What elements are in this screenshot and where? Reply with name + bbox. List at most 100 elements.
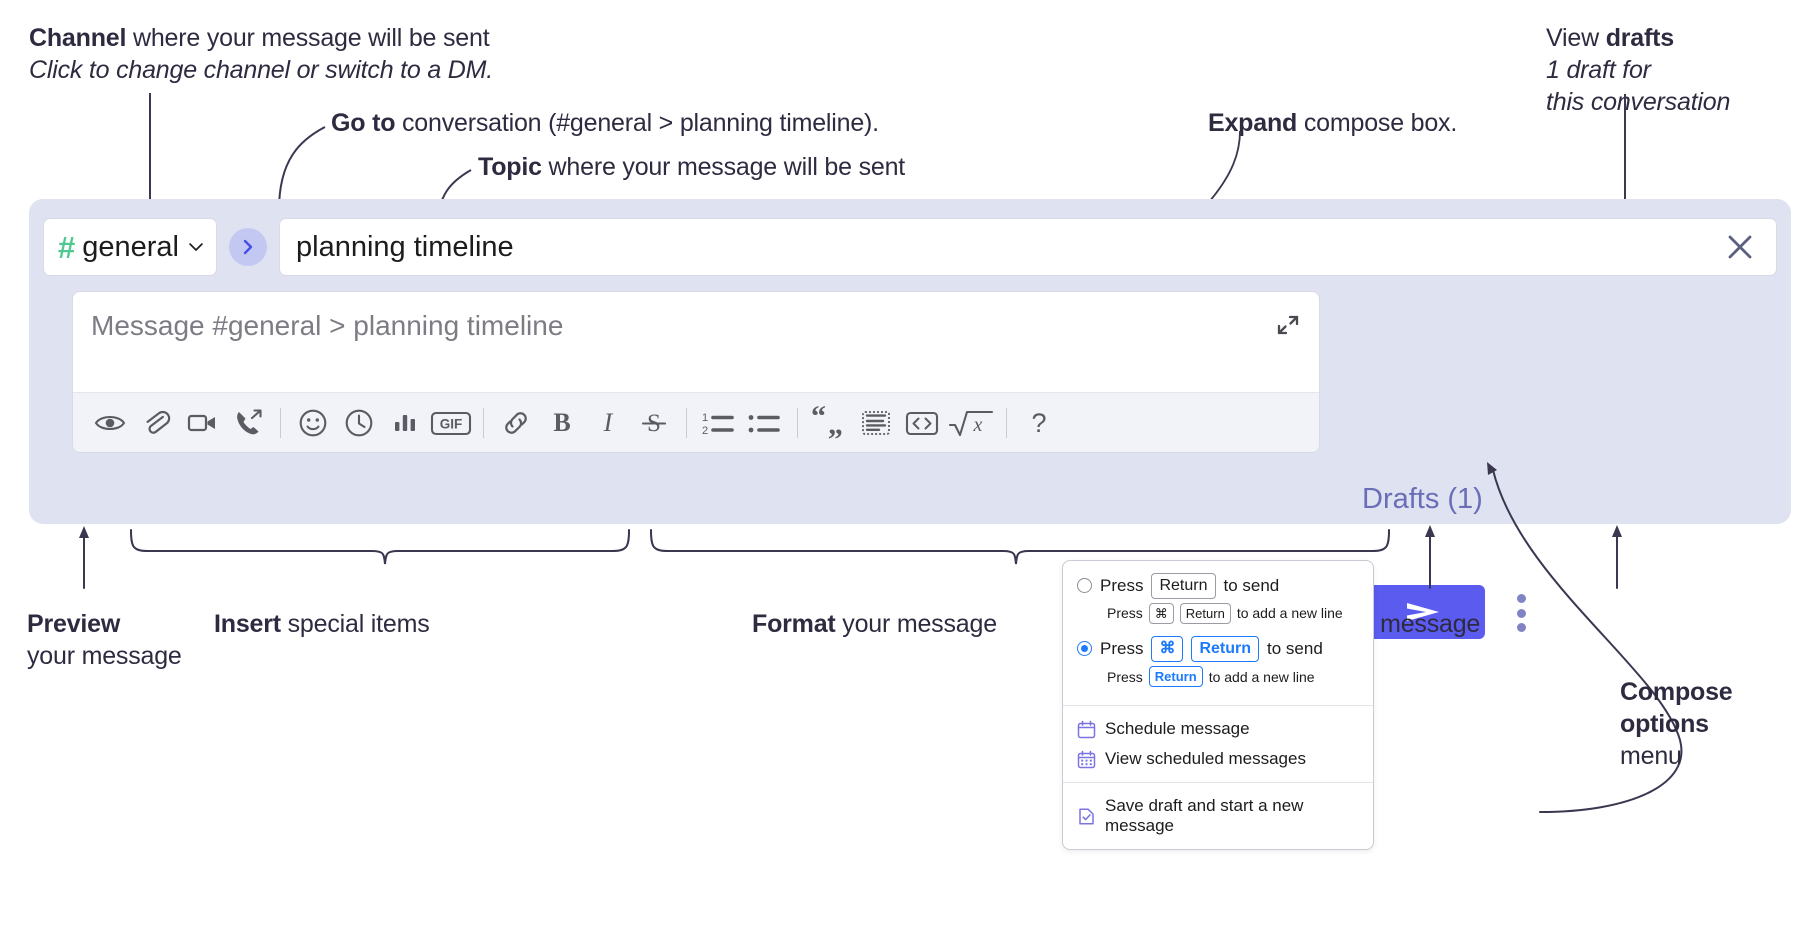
annotation-topic-rest: where your message will be sent — [541, 153, 906, 181]
option2-sub-post: to add a new line — [1208, 668, 1315, 685]
option1-pre: Press — [1100, 575, 1144, 595]
dot — [1516, 608, 1526, 618]
dot — [1516, 594, 1526, 603]
annotation-expand: Expand compose box. — [1208, 107, 1457, 139]
bold-button[interactable]: B — [539, 400, 585, 446]
option2-pre: Press — [1100, 638, 1144, 658]
reminder-button[interactable] — [336, 400, 382, 446]
annotation-insert-bold: Insert — [214, 610, 281, 638]
goto-conversation-button[interactable] — [229, 228, 267, 266]
svg-text:„: „ — [828, 408, 843, 441]
expand-compose-icon[interactable] — [1269, 306, 1307, 344]
link-button[interactable] — [493, 400, 539, 446]
toolbar-separator — [483, 407, 484, 438]
svg-text:?: ? — [1031, 408, 1046, 438]
compose-options-button[interactable] — [1509, 591, 1533, 635]
emoji-button[interactable] — [290, 400, 336, 446]
code-button[interactable] — [899, 400, 945, 446]
message-compose-box[interactable]: Message #general > planning timeline — [72, 291, 1320, 453]
menu-option-return-to-send[interactable]: Press Return to send Press ⌘ Return to a… — [1063, 571, 1373, 634]
video-clip-button[interactable] — [179, 400, 225, 446]
radio-cmd-return-to-send[interactable] — [1077, 641, 1092, 657]
annotation-expand-rest: compose box. — [1297, 109, 1458, 137]
gif-button[interactable]: GIF — [428, 400, 474, 446]
menu-item-schedule-message[interactable]: Schedule message — [1063, 714, 1373, 744]
menu-item-label: Save draft and start a new message — [1105, 796, 1304, 836]
channel-selector[interactable]: # general — [43, 218, 217, 276]
strikethrough-button[interactable]: S — [631, 400, 677, 446]
svg-text:“: “ — [811, 400, 826, 433]
leader-line-compose-options — [1487, 462, 1683, 813]
menu-item-label: Schedule message — [1105, 719, 1250, 739]
poll-button[interactable] — [382, 400, 428, 446]
toolbar-separator — [1006, 407, 1007, 438]
annotation-preview-bold: Preview — [27, 610, 121, 638]
dot — [1516, 623, 1526, 632]
svg-text:2: 2 — [702, 425, 708, 437]
option1-sub-post: to add a new line — [1236, 605, 1343, 622]
annotation-drafts-bold: drafts — [1605, 24, 1674, 52]
annotation-topic: Topic where your message will be sent — [478, 151, 905, 183]
audio-clip-button[interactable] — [225, 400, 271, 446]
annotation-drafts-lead: View — [1546, 24, 1606, 52]
preview-button[interactable] — [87, 400, 133, 446]
code-block-button[interactable] — [853, 400, 899, 446]
annotation-drafts-italic1: 1 draft for — [1546, 56, 1651, 84]
menu-item-view-scheduled-messages[interactable]: View scheduled messages — [1063, 744, 1373, 774]
option1-post: to send — [1223, 575, 1280, 595]
menu-divider — [1063, 782, 1373, 784]
menu-option-cmd-return-to-send[interactable]: Press ⌘ Return to send Press Return to a… — [1063, 634, 1373, 697]
svg-text:GIF: GIF — [440, 416, 463, 431]
send-button[interactable] — [1361, 585, 1485, 639]
attach-button[interactable] — [133, 400, 179, 446]
bulleted-list-button[interactable] — [742, 400, 788, 446]
annotation-send-rest: message — [1373, 610, 1481, 638]
leader-lines-bottom — [79, 525, 1622, 589]
compose-header: # general planning timeline — [43, 218, 1777, 276]
annotation-compose-options: Compose options menu — [1620, 676, 1733, 772]
formatting-help-button[interactable]: ? — [1016, 400, 1062, 446]
menu-item-label: View scheduled messages — [1105, 749, 1306, 769]
chevron-right-icon — [238, 237, 258, 257]
toolbar-separator — [686, 407, 687, 438]
annotation-channel-bold: Channel — [29, 24, 127, 52]
key-command: ⌘ — [1151, 636, 1184, 662]
svg-text:B: B — [553, 408, 570, 437]
annotation-channel: Channel where your message will be sent … — [29, 22, 493, 86]
annotation-drafts-italic2: this conversation — [1546, 88, 1731, 116]
annotation-format-rest: your message — [835, 610, 997, 638]
compose-panel: # general planning timeline Message #gen… — [29, 199, 1791, 639]
compose-options-menu: Press Return to send Press ⌘ Return to a… — [1062, 560, 1374, 851]
annotation-compose-rest: menu — [1620, 742, 1682, 770]
channel-name: general — [82, 230, 179, 263]
svg-text:x: x — [973, 414, 983, 436]
annotation-preview-rest: your message — [27, 642, 182, 670]
annotation-goto-rest: conversation (#general > planning timeli… — [395, 109, 879, 137]
key-return: Return — [1179, 602, 1231, 625]
chevron-down-icon — [186, 237, 206, 257]
topic-clear-icon[interactable] — [1720, 227, 1760, 267]
send-paper-plane-icon — [1407, 603, 1439, 621]
annotation-channel-rest: where your message will be sent — [126, 24, 490, 52]
annotation-channel-italic: Click to change channel or switch to a D… — [29, 56, 494, 84]
blockquote-button[interactable]: “„ — [807, 400, 853, 446]
calendar-grid-icon — [1077, 750, 1096, 769]
option2-sub-pre: Press — [1107, 668, 1143, 685]
key-command: ⌘ — [1148, 602, 1174, 625]
annotation-compose-bold2: options — [1620, 710, 1709, 738]
topic-input[interactable]: planning timeline — [279, 218, 1777, 276]
annotation-preview: Preview your message — [27, 608, 182, 672]
annotation-insert: Insert special items — [214, 608, 430, 640]
italic-button[interactable]: I — [585, 400, 631, 446]
radio-return-to-send[interactable] — [1077, 578, 1092, 594]
toolbar-separator — [280, 407, 281, 438]
math-button[interactable]: x — [945, 400, 997, 446]
annotation-drafts: View drafts 1 draft for this conversatio… — [1546, 22, 1730, 118]
annotation-goto: Go to conversation (#general > planning … — [331, 107, 879, 139]
option1-sub-pre: Press — [1107, 605, 1143, 622]
drafts-link[interactable]: Drafts (1) — [1362, 483, 1483, 515]
menu-item-save-draft[interactable]: Save draft and start a new message — [1063, 791, 1373, 841]
key-return: Return — [1148, 665, 1203, 688]
